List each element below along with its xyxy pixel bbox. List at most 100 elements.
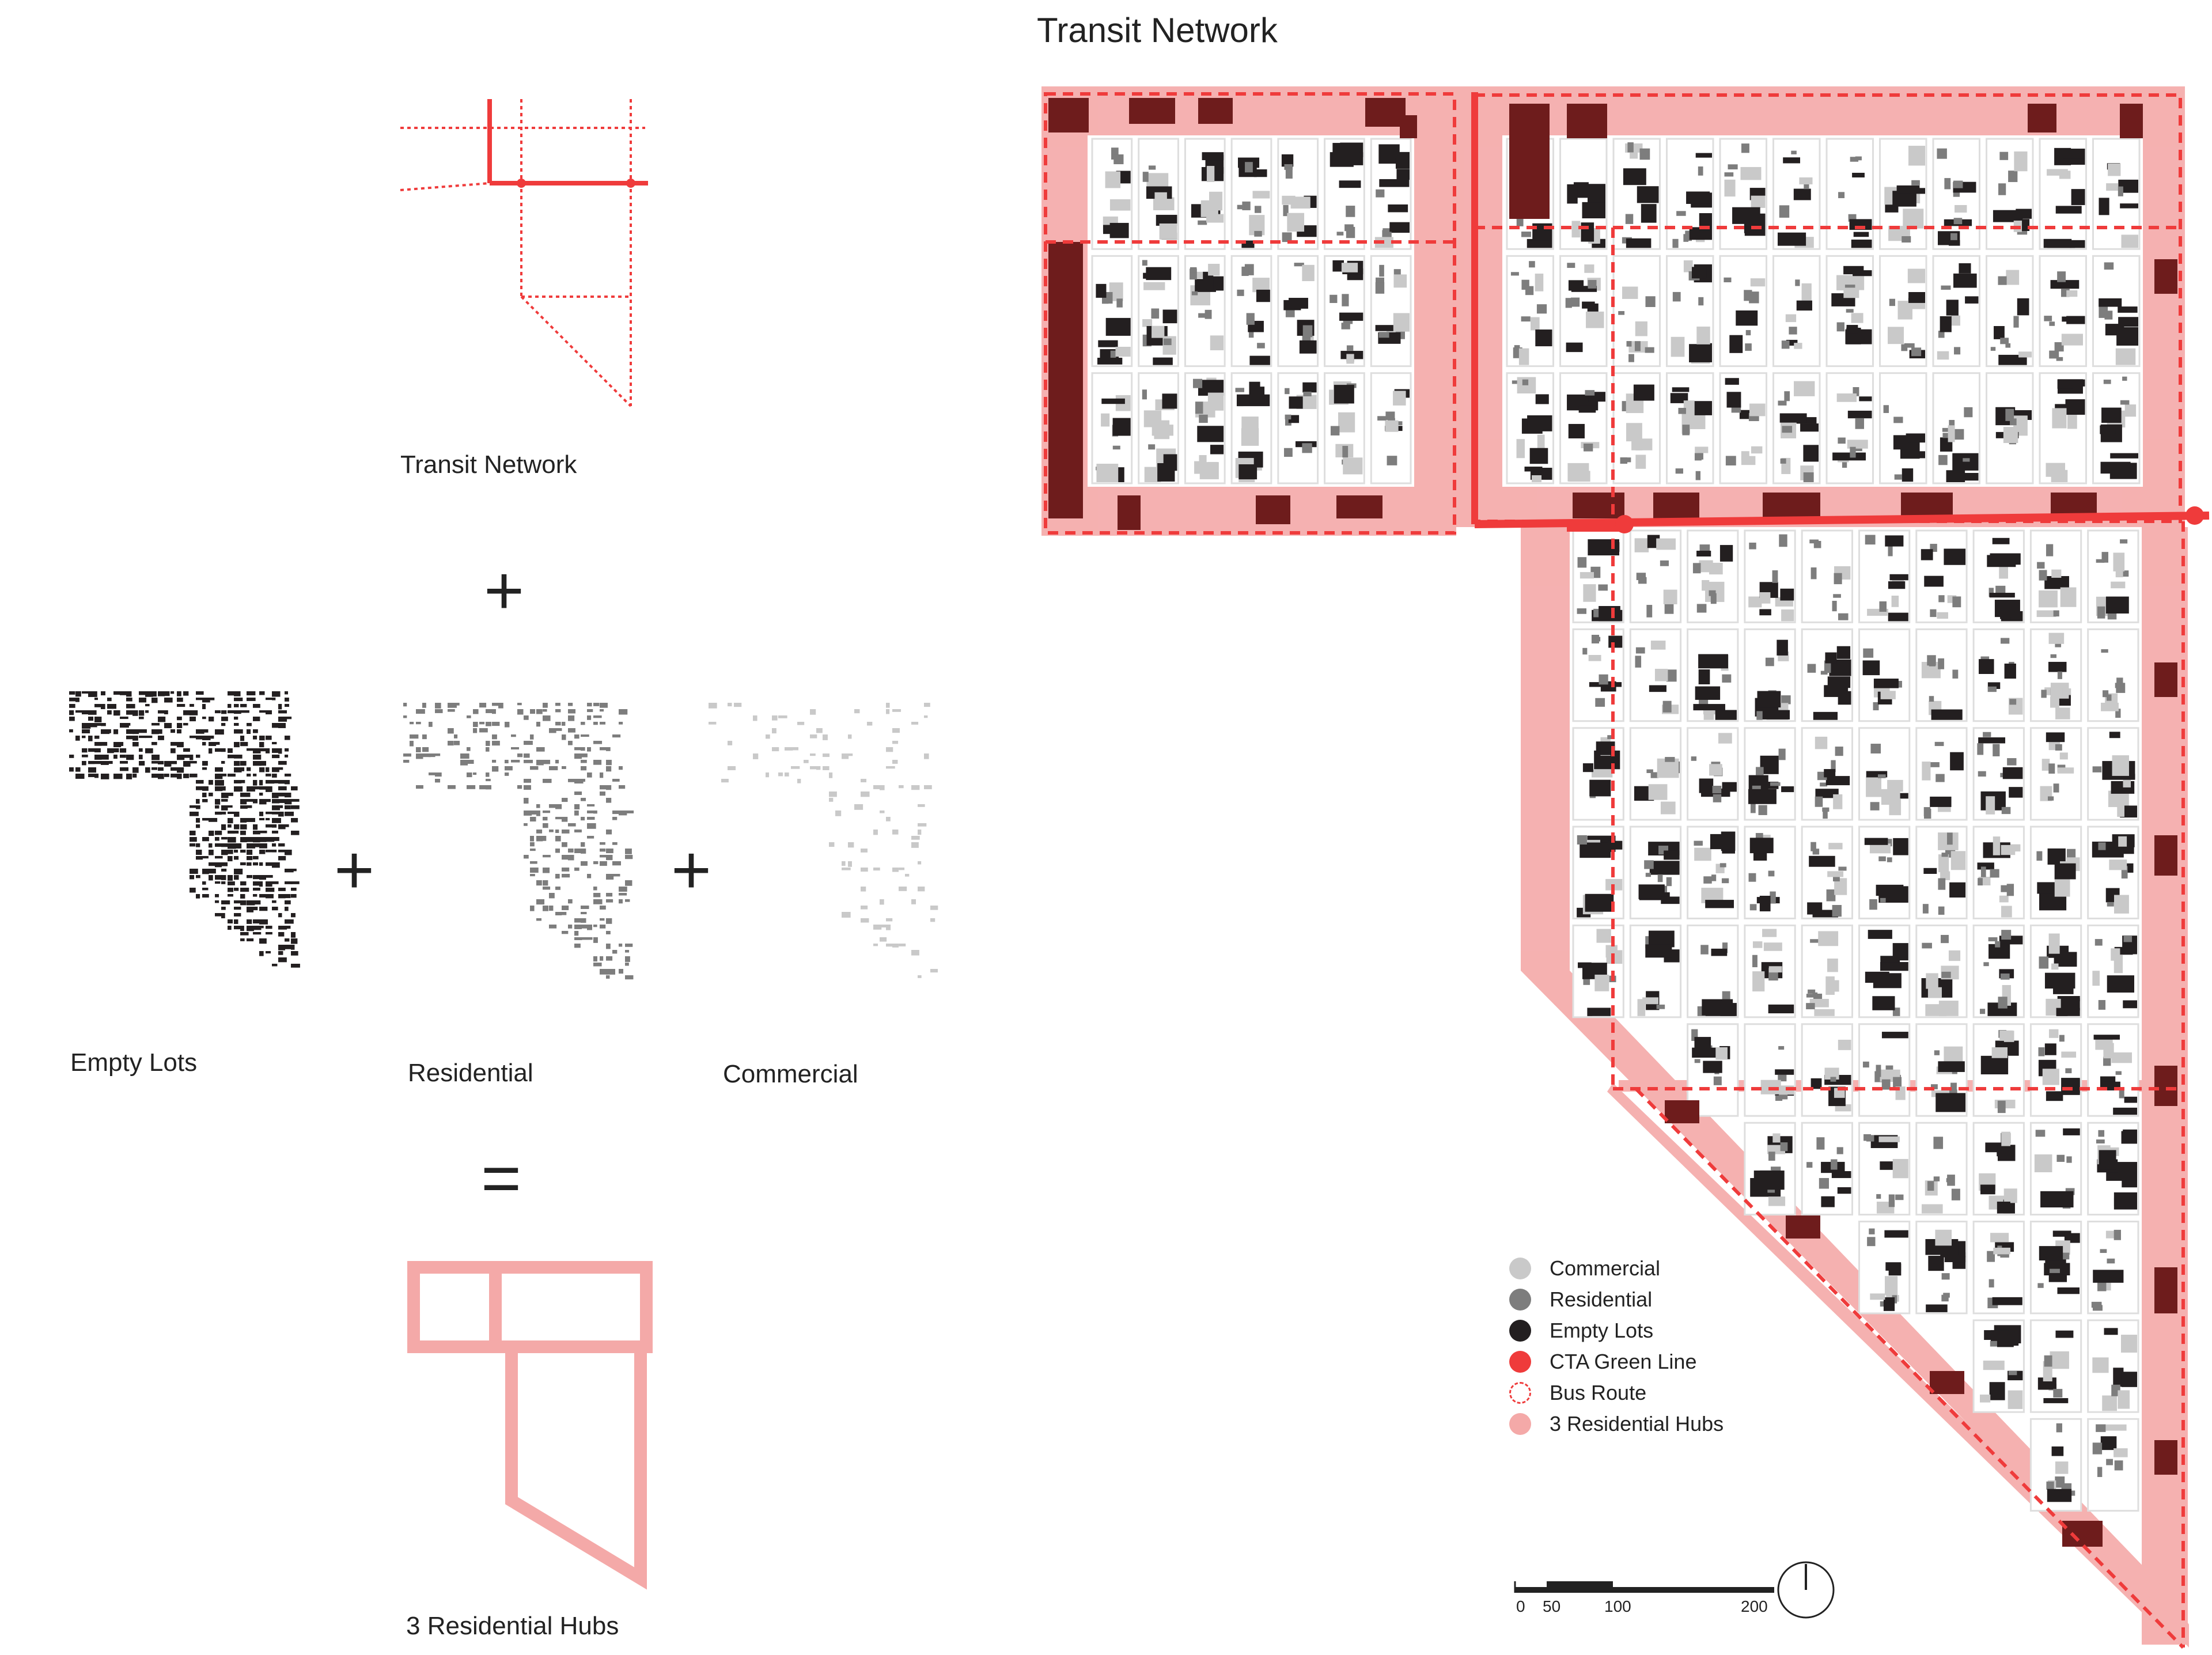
building-footprint [1937, 351, 1949, 360]
mini-map-lot [278, 951, 283, 955]
building-footprint [1847, 440, 1868, 449]
building-footprint [1758, 710, 1790, 719]
mini-map-lot [867, 722, 873, 726]
building-footprint [2041, 690, 2047, 698]
mini-map-lot [228, 850, 233, 854]
building-footprint [1936, 774, 1945, 782]
building-footprint [1527, 415, 1552, 431]
building-footprint [1662, 700, 1672, 713]
mini-map-lot [479, 722, 485, 725]
building-footprint [1745, 330, 1751, 336]
mini-map-lot [120, 767, 128, 771]
building-footprint [1584, 443, 1593, 452]
building-footprint [1813, 993, 1823, 1001]
building-footprint [1983, 732, 1991, 737]
building-footprint [1904, 343, 1915, 348]
building-footprint [1937, 612, 1948, 619]
mini-map-lot [562, 734, 566, 740]
building-footprint [1641, 204, 1657, 223]
building-footprint [1965, 296, 1979, 304]
mini-map-lot [410, 741, 414, 747]
building-footprint [1895, 1194, 1904, 1200]
building-footprint [1745, 343, 1752, 351]
building-footprint [1901, 344, 1908, 351]
building-footprint [1959, 263, 1971, 274]
mini-map-lot [422, 753, 431, 758]
mini-map-lot [202, 888, 209, 891]
building-footprint [1921, 1204, 1943, 1214]
building-footprint [1955, 204, 1967, 213]
mini-map-lot [190, 812, 199, 816]
building-footprint [2101, 702, 2119, 711]
mini-map-lot [511, 734, 516, 737]
building-footprint [2049, 321, 2055, 326]
building-footprint [1627, 142, 1634, 153]
building-footprint [1516, 439, 1525, 459]
building-footprint [1834, 573, 1842, 585]
building-footprint [1342, 446, 1349, 458]
building-footprint [1825, 976, 1835, 995]
building-footprint [1753, 1170, 1785, 1190]
mini-map-lot [196, 736, 203, 740]
mini-map-lot [873, 944, 878, 946]
building-footprint [1302, 325, 1313, 338]
building-footprint [1148, 165, 1156, 170]
building-footprint [2057, 271, 2066, 282]
mini-map-lot [555, 722, 561, 726]
mini-map-lot [215, 742, 220, 745]
mini-map-lot [196, 799, 200, 804]
mini-map-lot [619, 893, 627, 896]
building-footprint [1582, 202, 1605, 219]
mini-map-lot [228, 843, 236, 849]
mini-map-lot [215, 881, 221, 884]
mini-map-lot [581, 937, 589, 940]
mini-map-lot [228, 875, 233, 881]
building-footprint [1671, 336, 1685, 357]
building-footprint [1650, 772, 1659, 778]
mini-map-lot [568, 703, 573, 706]
mini-map-lot [272, 799, 280, 804]
building-footprint [2059, 752, 2068, 760]
mini-map-lot [587, 747, 591, 752]
mini-map-lot [94, 761, 101, 764]
building-footprint [1843, 287, 1859, 298]
building-footprint [2060, 587, 2077, 607]
building-footprint [1749, 403, 1766, 416]
building-footprint [1813, 711, 1838, 720]
building-footprint [1822, 807, 1830, 812]
building-footprint [1736, 310, 1758, 326]
building-footprint [2055, 1476, 2065, 1488]
building-footprint [1867, 1237, 1876, 1247]
building-footprint [1926, 973, 1938, 989]
building-footprint [1336, 232, 1344, 236]
mini-map-lot [190, 805, 197, 808]
building-footprint [2124, 404, 2137, 417]
building-footprint [1203, 271, 1214, 289]
mini-map-lot [240, 761, 247, 766]
mini-map-lot [196, 843, 200, 847]
building-footprint [1823, 810, 1828, 819]
mini-map-lot [460, 753, 469, 759]
legend-label: Bus Route [1550, 1381, 1647, 1404]
mini-map-lot [164, 761, 172, 767]
mini-map-lot [215, 875, 224, 880]
building-footprint [1772, 570, 1778, 583]
building-footprint [1698, 297, 1704, 306]
building-footprint [1206, 214, 1224, 223]
mini-map-lot [829, 842, 835, 847]
building-footprint [1928, 1256, 1944, 1271]
mini-map-lot [259, 818, 265, 821]
mini-map-lot [209, 742, 217, 747]
mini-map-lot [196, 894, 200, 899]
mini-map-lot [574, 849, 581, 854]
building-footprint [1711, 948, 1728, 956]
mini-map-lot [278, 913, 282, 918]
mini-map-lot [107, 704, 116, 709]
building-footprint [1927, 1181, 1934, 1191]
mini-map-lot [278, 843, 285, 847]
mini-map-lot [930, 969, 938, 973]
mini-map-lot [568, 728, 575, 733]
mini-map-lot [139, 736, 146, 738]
building-footprint [1950, 851, 1966, 870]
building-footprint [1582, 301, 1595, 309]
